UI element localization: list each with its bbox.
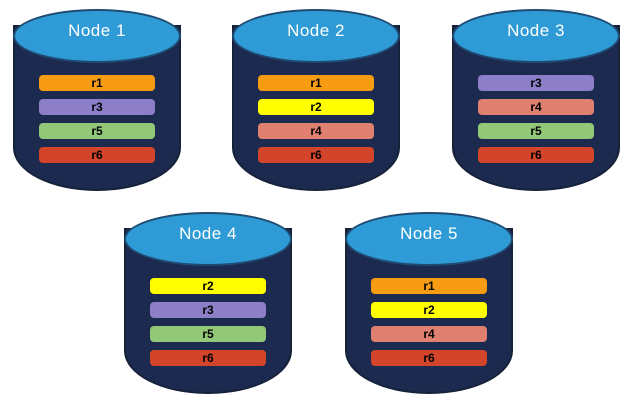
cylinder-top-ellipse-icon — [452, 9, 620, 63]
replica-bar-r3[interactable]: r3 — [150, 302, 266, 318]
replica-bar-r5[interactable]: r5 — [478, 123, 594, 139]
replica-bar-r6[interactable]: r6 — [371, 350, 487, 366]
replica-list: r2 r3 r5 r6 — [150, 278, 266, 366]
cylinder-top-ellipse-icon — [124, 212, 292, 266]
replica-bar-r2[interactable]: r2 — [371, 302, 487, 318]
replica-bar-r6[interactable]: r6 — [150, 350, 266, 366]
replica-bar-r2[interactable]: r2 — [258, 99, 374, 115]
replica-bar-r6[interactable]: r6 — [258, 147, 374, 163]
replica-bar-r2[interactable]: r2 — [150, 278, 266, 294]
replica-list: r3 r4 r5 r6 — [478, 75, 594, 163]
replica-bar-r1[interactable]: r1 — [371, 278, 487, 294]
replica-bar-r1[interactable]: r1 — [39, 75, 155, 91]
replica-list: r1 r2 r4 r6 — [371, 278, 487, 366]
cylinder-top-ellipse-icon — [345, 212, 513, 266]
replica-bar-r1[interactable]: r1 — [258, 75, 374, 91]
replica-bar-r3[interactable]: r3 — [39, 99, 155, 115]
replica-bar-r4[interactable]: r4 — [258, 123, 374, 139]
replica-bar-r5[interactable]: r5 — [150, 326, 266, 342]
replica-bar-r6[interactable]: r6 — [39, 147, 155, 163]
cylinder-top-ellipse-icon — [13, 9, 181, 63]
replica-bar-r6[interactable]: r6 — [478, 147, 594, 163]
cylinder-top-ellipse-icon — [232, 9, 400, 63]
replica-list: r1 r2 r4 r6 — [258, 75, 374, 163]
replica-bar-r4[interactable]: r4 — [371, 326, 487, 342]
replica-list: r1 r3 r5 r6 — [39, 75, 155, 163]
replica-bar-r3[interactable]: r3 — [478, 75, 594, 91]
replica-bar-r5[interactable]: r5 — [39, 123, 155, 139]
replica-bar-r4[interactable]: r4 — [478, 99, 594, 115]
